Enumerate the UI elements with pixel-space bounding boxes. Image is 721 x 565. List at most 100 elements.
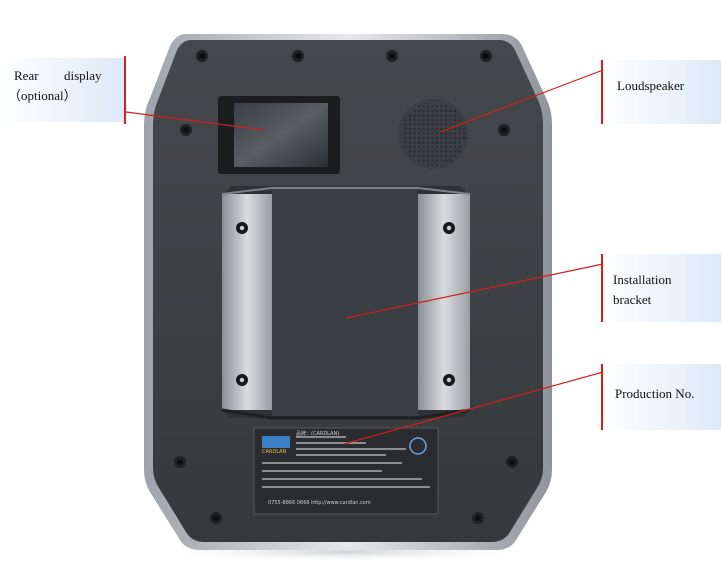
speaker-hole	[422, 132, 425, 135]
speaker-hole	[417, 136, 421, 140]
speaker-hole	[413, 132, 416, 135]
speaker-hole	[435, 163, 439, 167]
callout-marker-installation-bracket	[601, 254, 603, 322]
speaker-hole	[431, 159, 434, 162]
speaker-hole	[426, 109, 430, 113]
speaker-hole	[413, 150, 416, 153]
speaker-hole	[444, 123, 448, 126]
speaker-hole	[444, 150, 448, 153]
speaker-hole	[431, 154, 434, 158]
speaker-hole	[422, 109, 425, 113]
nameplate-brand-name: CARDLAN	[262, 449, 287, 455]
speaker-hole	[422, 141, 425, 144]
speaker-hole	[440, 154, 443, 158]
speaker-hole	[453, 114, 457, 117]
speaker-hole	[449, 145, 452, 149]
speaker-hole	[422, 105, 425, 108]
speaker-hole	[453, 150, 457, 153]
speaker-hole	[462, 132, 466, 135]
speaker-hole	[422, 114, 425, 117]
speaker-hole	[431, 132, 434, 135]
label-production-no: Production No.	[615, 386, 695, 401]
speaker-hole	[435, 118, 439, 122]
speaker-hole	[440, 118, 443, 122]
speaker-hole	[404, 123, 407, 126]
speaker-hole	[440, 159, 443, 162]
speaker-hole	[449, 109, 452, 113]
speaker-hole	[431, 141, 434, 144]
speaker-hole	[444, 154, 448, 158]
speaker-hole	[422, 127, 425, 131]
leader-line-rear-display	[125, 111, 265, 131]
speaker-hole	[440, 127, 443, 131]
speaker-hole	[440, 109, 443, 113]
speaker-hole	[444, 159, 448, 162]
speaker-hole	[422, 154, 425, 158]
speaker-hole	[426, 150, 430, 153]
speaker-hole	[435, 109, 439, 113]
speaker-hole	[426, 114, 430, 117]
speaker-hole	[404, 132, 407, 135]
speaker-hole	[440, 114, 443, 117]
speaker-hole	[408, 127, 412, 131]
screw-icon	[174, 50, 518, 524]
speaker-hole	[426, 123, 430, 126]
speaker-hole	[453, 118, 457, 122]
installation-bracket	[221, 186, 471, 420]
speaker-hole	[431, 145, 434, 149]
speaker-hole	[440, 145, 443, 149]
speaker-hole	[417, 105, 421, 108]
speaker-hole	[449, 141, 452, 144]
speaker-hole	[453, 145, 457, 149]
speaker-hole	[408, 132, 412, 135]
speaker-hole	[422, 123, 425, 126]
speaker-hole	[426, 118, 430, 122]
callout-marker-loudspeaker	[601, 60, 603, 124]
speaker-hole	[444, 145, 448, 149]
speaker-hole	[417, 118, 421, 122]
speaker-hole	[417, 141, 421, 144]
speaker-hole	[453, 136, 457, 140]
speaker-hole	[408, 150, 412, 153]
speaker-hole	[444, 136, 448, 140]
speaker-hole	[431, 163, 434, 167]
speaker-hole	[453, 123, 457, 126]
speaker-hole	[435, 145, 439, 149]
brand-logo-icon	[262, 436, 290, 448]
speaker-hole	[417, 123, 421, 126]
callout-rear-display: Rear display （optional）	[0, 58, 124, 122]
speaker-hole	[404, 118, 407, 122]
speaker-hole	[426, 136, 430, 140]
speaker-hole	[435, 150, 439, 153]
speaker-hole	[449, 159, 452, 162]
speaker-hole	[440, 136, 443, 140]
speaker-hole	[431, 136, 434, 140]
speaker-hole	[413, 123, 416, 126]
speaker-hole	[408, 136, 412, 140]
speaker-hole	[444, 141, 448, 144]
speaker-hole	[404, 145, 407, 149]
speaker-hole	[444, 109, 448, 113]
speaker-hole	[417, 114, 421, 117]
speaker-hole	[408, 118, 412, 122]
callout-installation-bracket: Installation bracket	[603, 254, 721, 322]
speaker-hole	[417, 150, 421, 153]
speaker-hole	[426, 132, 430, 135]
speaker-hole	[431, 105, 434, 108]
speaker-hole	[422, 136, 425, 140]
speaker-hole	[426, 127, 430, 131]
speaker-hole	[413, 136, 416, 140]
bracket-screw-icon	[236, 222, 455, 386]
speaker-hole	[413, 114, 416, 117]
speaker-hole	[413, 141, 416, 144]
loudspeaker-grille	[398, 99, 468, 169]
label-rear-display-line1-right: display	[64, 68, 102, 83]
leader-line-installation-bracket	[345, 263, 604, 319]
speaker-hole	[435, 105, 439, 108]
speaker-hole	[431, 118, 434, 122]
speaker-hole	[404, 127, 407, 131]
nameplate-url-text: 0755-8866 0666 http://www.cardlan.com	[268, 500, 371, 506]
speaker-hole	[440, 132, 443, 135]
speaker-hole	[404, 136, 407, 140]
